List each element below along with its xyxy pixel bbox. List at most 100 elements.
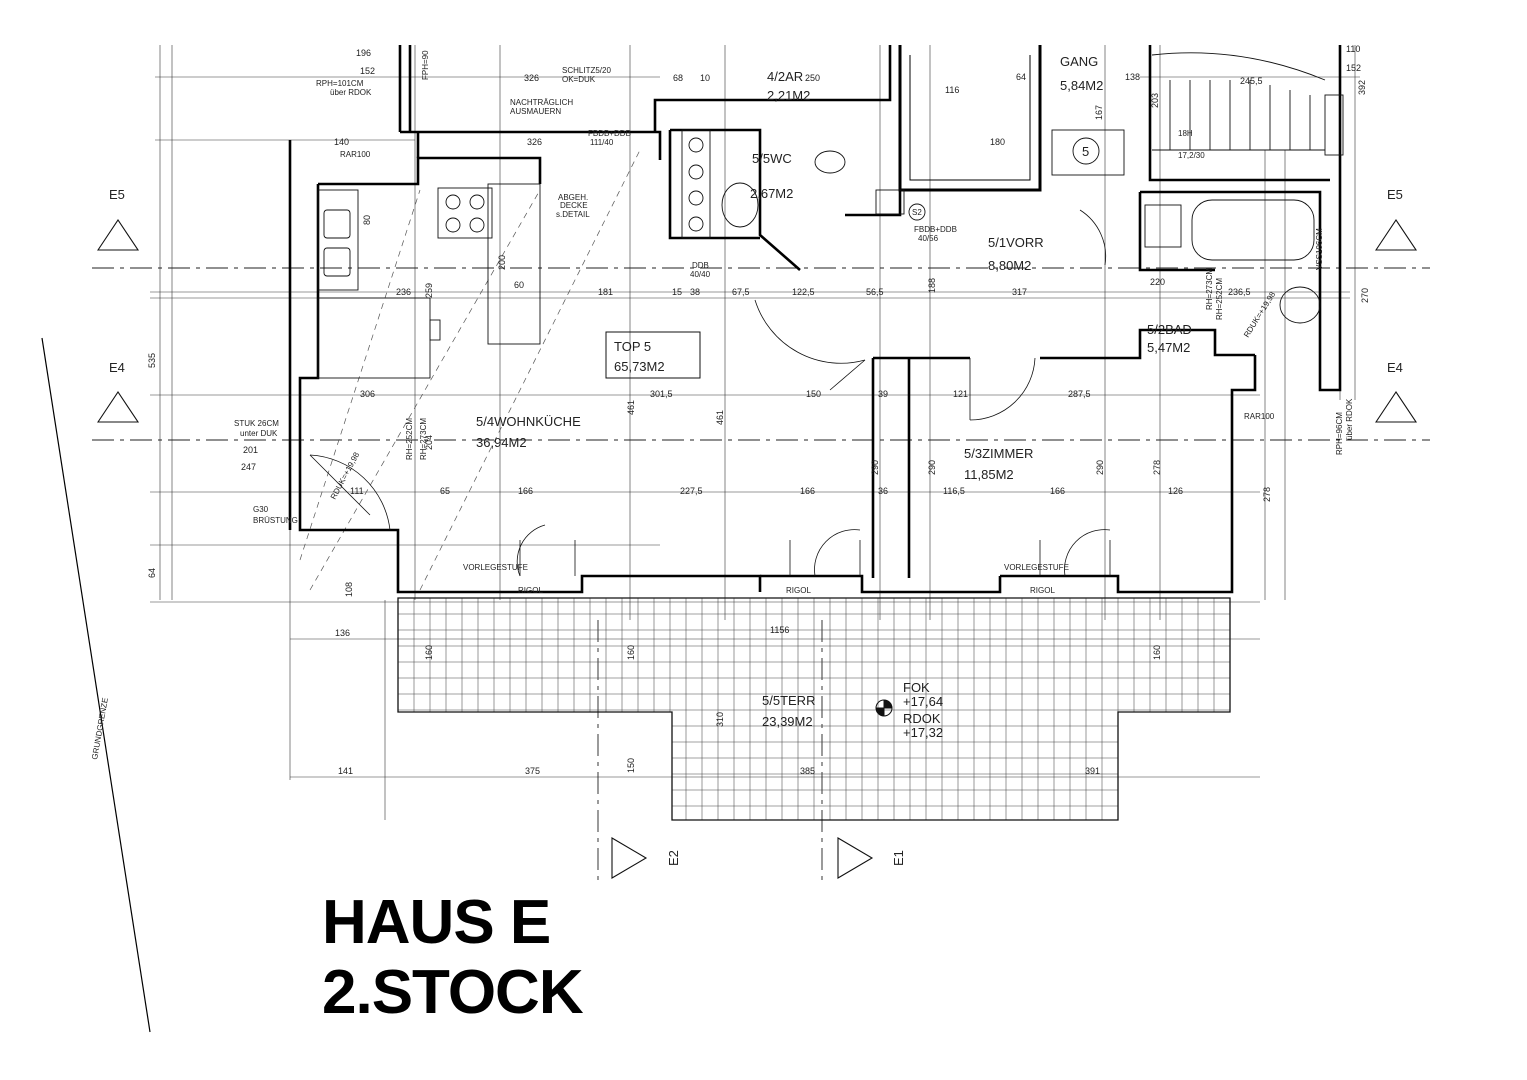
dim-461-a: 461 <box>626 400 636 415</box>
property-boundary-line <box>41 337 151 1033</box>
dim-64-b: 64 <box>1016 72 1026 82</box>
dim-317: 317 <box>1012 287 1027 297</box>
rph-right-label: RPH=96CM <box>1335 412 1344 455</box>
drawing-title-floor: 2.STOCK <box>322 958 584 1027</box>
rigol-2: RIGOL <box>786 586 811 595</box>
section-marker-e5-right <box>1374 219 1418 251</box>
rdok-label: RDOK <box>903 711 941 726</box>
rh252-right-label: RH=252CM <box>1215 278 1224 320</box>
drawing-title-house: HAUS E <box>322 888 551 957</box>
dim-290-a: 290 <box>870 460 880 475</box>
room-wc-area: 2,67M2 <box>750 186 793 201</box>
dim-259: 259 <box>424 283 434 298</box>
room-bad-name: 5/2BAD <box>1147 322 1192 337</box>
dim-152: 152 <box>360 66 375 76</box>
dim-326-b: 326 <box>527 137 542 147</box>
dim-140: 140 <box>334 137 349 147</box>
abgeh-decke-3: s.DETAIL <box>556 210 590 219</box>
room-terr-name: 5/5TERR <box>762 693 815 708</box>
room-gang-name: GANG <box>1060 54 1098 69</box>
dim-111: 111 <box>350 486 364 496</box>
dim-461-b: 461 <box>715 410 725 425</box>
room-vorr-name: 5/1VORR <box>988 235 1044 250</box>
fbdb-ddb-label-2: FBDB+DDB <box>914 225 957 234</box>
ausmauern-label: AUSMAUERN <box>510 107 561 116</box>
schlitz-label: SCHLITZ5/20 <box>562 66 611 75</box>
door-swings <box>309 209 1111 577</box>
dim-160-c: 160 <box>1152 645 1162 660</box>
fbdb-ddb-label-2b: 40/56 <box>918 234 939 243</box>
dim-188: 188 <box>927 278 937 293</box>
room-ar-name: 4/2AR <box>767 69 803 84</box>
dim-181: 181 <box>598 287 613 297</box>
dim-38: 38 <box>690 287 700 297</box>
section-axis-lines <box>92 267 1430 880</box>
rdok-value: +17,32 <box>903 725 943 740</box>
ueber-rdok-right: über RDOK <box>1345 398 1354 440</box>
section-label-e4-left: E4 <box>109 360 125 375</box>
dim-375: 375 <box>525 766 540 776</box>
dim-250: 250 <box>805 73 820 83</box>
dim-290-c: 290 <box>1095 460 1105 475</box>
dim-306: 306 <box>360 389 375 399</box>
rduk-right-label: RDUK=+19,98 <box>1242 290 1277 339</box>
section-label-e5-right: E5 <box>1387 187 1403 202</box>
dim-136: 136 <box>335 628 350 638</box>
dim-301-5: 301,5 <box>650 389 673 399</box>
rph-left-label: RPH=101CM <box>316 79 364 88</box>
dim-138: 138 <box>1125 72 1140 82</box>
dim-236-5: 236,5 <box>1228 287 1251 297</box>
stuk-left-label: STUK 26CM <box>234 419 279 428</box>
section-label-e5-left: E5 <box>109 187 125 202</box>
dim-236: 236 <box>396 287 411 297</box>
level-marker: FOK +17,64 RDOK +17,32 <box>875 680 943 740</box>
fok-value: +17,64 <box>903 694 943 709</box>
dim-15: 15 <box>672 287 682 297</box>
dim-201: 201 <box>243 445 258 455</box>
rigol-1: RIGOL <box>518 586 543 595</box>
sanitary-fixtures <box>681 52 1344 324</box>
ok-duk-label: OK=DUK <box>562 75 596 84</box>
plan-annotations: FPH=90 RPH=101CM über RDOK RAR100 NACHTR… <box>234 50 1354 595</box>
room-vorr-area: 8,80M2 <box>988 258 1031 273</box>
section-marker-e4-right <box>1374 391 1418 423</box>
dim-39: 39 <box>878 389 888 399</box>
dimension-lines <box>150 45 1360 820</box>
rh273-right-label: RH=273CM <box>1205 268 1214 310</box>
ddb-label-b: 40/40 <box>690 270 711 279</box>
dim-166-a: 166 <box>518 486 533 496</box>
dim-220: 220 <box>1150 277 1165 287</box>
dim-110: 110 <box>1346 44 1360 54</box>
rar100-left: RAR100 <box>340 150 371 159</box>
dim-116: 116 <box>945 85 959 95</box>
dim-392: 392 <box>1357 80 1367 95</box>
unter-duk-left-label: unter DUK <box>240 429 278 438</box>
dim-67-5: 67,5 <box>732 287 750 297</box>
s2-label: S2 <box>912 208 922 217</box>
dim-122-5: 122,5 <box>792 287 815 297</box>
section-markers <box>96 219 1418 879</box>
dim-141: 141 <box>338 766 353 776</box>
dim-180: 180 <box>990 137 1005 147</box>
property-boundary-label: GRUNDGRENZE <box>90 697 110 760</box>
bruestung-label: BRÜSTUNG <box>253 516 298 525</box>
rh252-label: RH=252CM <box>405 418 414 460</box>
dim-64: 64 <box>147 568 157 578</box>
dim-65: 65 <box>440 486 450 496</box>
room-zimmer-name: 5/3ZIMMER <box>964 446 1033 461</box>
dim-326-top: 326 <box>524 73 539 83</box>
room-ar-area: 2,21M2 <box>767 88 810 103</box>
stair-steps-label: 18H <box>1178 129 1193 138</box>
dim-56-5: 56,5 <box>866 287 884 297</box>
room-terr-area: 23,39M2 <box>762 714 813 729</box>
rh273-label: RH=273CM <box>419 418 428 460</box>
dim-126: 126 <box>1168 486 1183 496</box>
terrace-tile-grid <box>397 597 1231 821</box>
ceiling-guide-lines <box>299 149 641 591</box>
section-marker-e2 <box>611 837 648 879</box>
walls <box>288 45 1342 594</box>
dim-166-b: 166 <box>800 486 815 496</box>
dim-278-a: 278 <box>1152 460 1162 475</box>
g30-label: G30 <box>253 505 269 514</box>
unit-name: TOP 5 <box>614 339 651 354</box>
